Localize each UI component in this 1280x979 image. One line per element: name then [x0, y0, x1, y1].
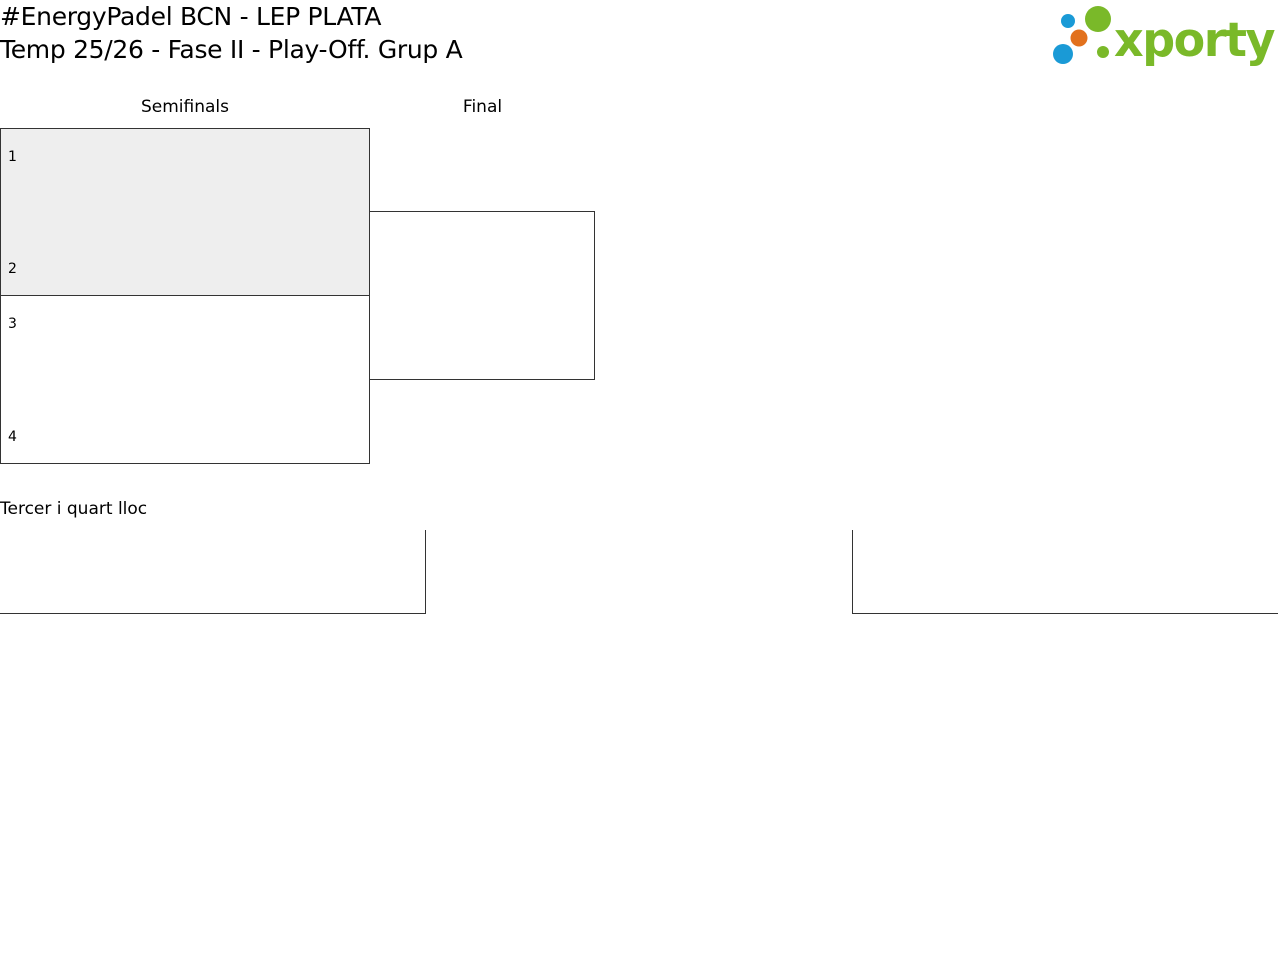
xporty-logo-graphic: xporty — [1053, 6, 1276, 68]
semifinal-match-2: 3 4 — [0, 295, 370, 464]
seed-slot: 3 — [8, 316, 17, 332]
xporty-logo: xporty — [1050, 3, 1276, 69]
seed-slot: 1 — [8, 149, 17, 165]
third-place-heading: Tercer i quart lloc — [0, 499, 148, 519]
third-place-slot-left — [0, 530, 426, 614]
page-title: #EnergyPadel BCN - LEP PLATA — [0, 2, 382, 31]
final-match — [369, 211, 595, 380]
third-place-slot-right — [852, 530, 1278, 614]
round-header-final: Final — [462, 97, 503, 117]
page-subtitle: Temp 25/26 - Fase II - Play-Off. Grup A — [0, 35, 463, 64]
seed-slot: 4 — [8, 429, 17, 445]
logo-wordmark: xporty — [1114, 13, 1275, 68]
seed-slot: 2 — [8, 261, 17, 277]
round-header-semifinals: Semifinals — [140, 97, 229, 117]
semifinal-match-1: 1 2 — [0, 128, 370, 296]
